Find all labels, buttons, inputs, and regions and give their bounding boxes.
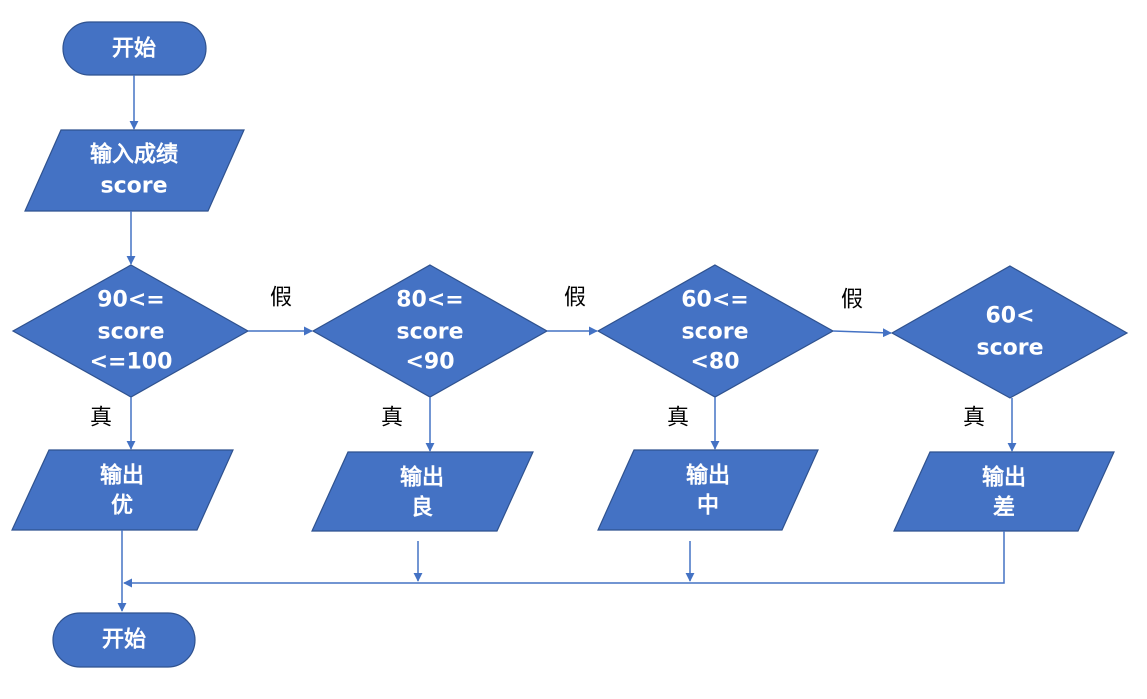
output-3-shape <box>597 449 819 531</box>
arrow-cond3-to-cond4 <box>832 328 892 338</box>
arrow-out4-merge-line <box>123 531 1005 588</box>
end-terminal-shape <box>52 612 196 668</box>
decision-2: 80<= score <90 <box>311 264 549 398</box>
false-label-2: 假 <box>564 286 586 311</box>
false-label-3: 假 <box>841 288 863 313</box>
decision-4-label-line2: score <box>976 336 1043 361</box>
decision-1-label-line2: score <box>97 320 164 345</box>
decision-2-label-line3: <90 <box>405 350 454 375</box>
decision-1-label-line1: 90<= <box>97 288 164 313</box>
decision-3-label-line3: <80 <box>690 350 739 375</box>
decision-4-label-line1: 60< <box>985 304 1034 329</box>
output-4-label-line1: 输出 <box>982 465 1026 491</box>
output-2-shape <box>311 451 534 532</box>
decision-3: 60<= score <80 <box>596 264 835 398</box>
decision-1: 90<= score <=100 <box>11 264 250 398</box>
output-1-label-line1: 输出 <box>100 463 144 489</box>
end-terminal-label: 开始 <box>102 627 146 653</box>
output-3-label-line1: 输出 <box>686 463 730 489</box>
input-score-label-line2: score <box>100 174 167 199</box>
decision-3-label-line2: score <box>681 320 748 345</box>
output-4-parallelogram: 输出 差 <box>893 451 1115 532</box>
true-label-1: 真 <box>90 406 112 431</box>
output-3-parallelogram: 输出 中 <box>597 449 819 531</box>
output-2-parallelogram: 输出 良 <box>311 451 534 532</box>
output-1-label-line2: 优 <box>111 493 133 519</box>
start-terminal: 开始 <box>62 21 207 76</box>
output-2-label-line2: 良 <box>411 495 433 521</box>
input-score-label-line1: 输入成绩 <box>90 142 178 168</box>
output-3-label-line2: 中 <box>697 494 719 519</box>
decision-2-label-line2: score <box>396 320 463 345</box>
output-1-shape <box>11 449 234 531</box>
end-terminal: 开始 <box>52 612 196 668</box>
decision-4: 60< score <box>890 265 1129 399</box>
decision-2-label-line1: 80<= <box>396 288 463 313</box>
output-4-shape <box>893 451 1115 532</box>
true-label-2: 真 <box>381 406 403 431</box>
decision-4-shape <box>890 265 1129 399</box>
false-label-1: 假 <box>270 286 292 311</box>
output-2-label-line1: 输出 <box>400 465 444 491</box>
true-label-4: 真 <box>963 406 985 431</box>
start-terminal-label: 开始 <box>112 36 156 62</box>
input-score-shape <box>24 129 245 212</box>
decision-3-label-line1: 60<= <box>681 288 748 313</box>
input-score-parallelogram: 输入成绩 score <box>24 129 245 212</box>
output-4-label-line2: 差 <box>993 495 1015 521</box>
decision-1-label-line3: <=100 <box>90 350 173 375</box>
output-1-parallelogram: 输出 优 <box>11 449 234 531</box>
true-label-3: 真 <box>667 406 689 431</box>
